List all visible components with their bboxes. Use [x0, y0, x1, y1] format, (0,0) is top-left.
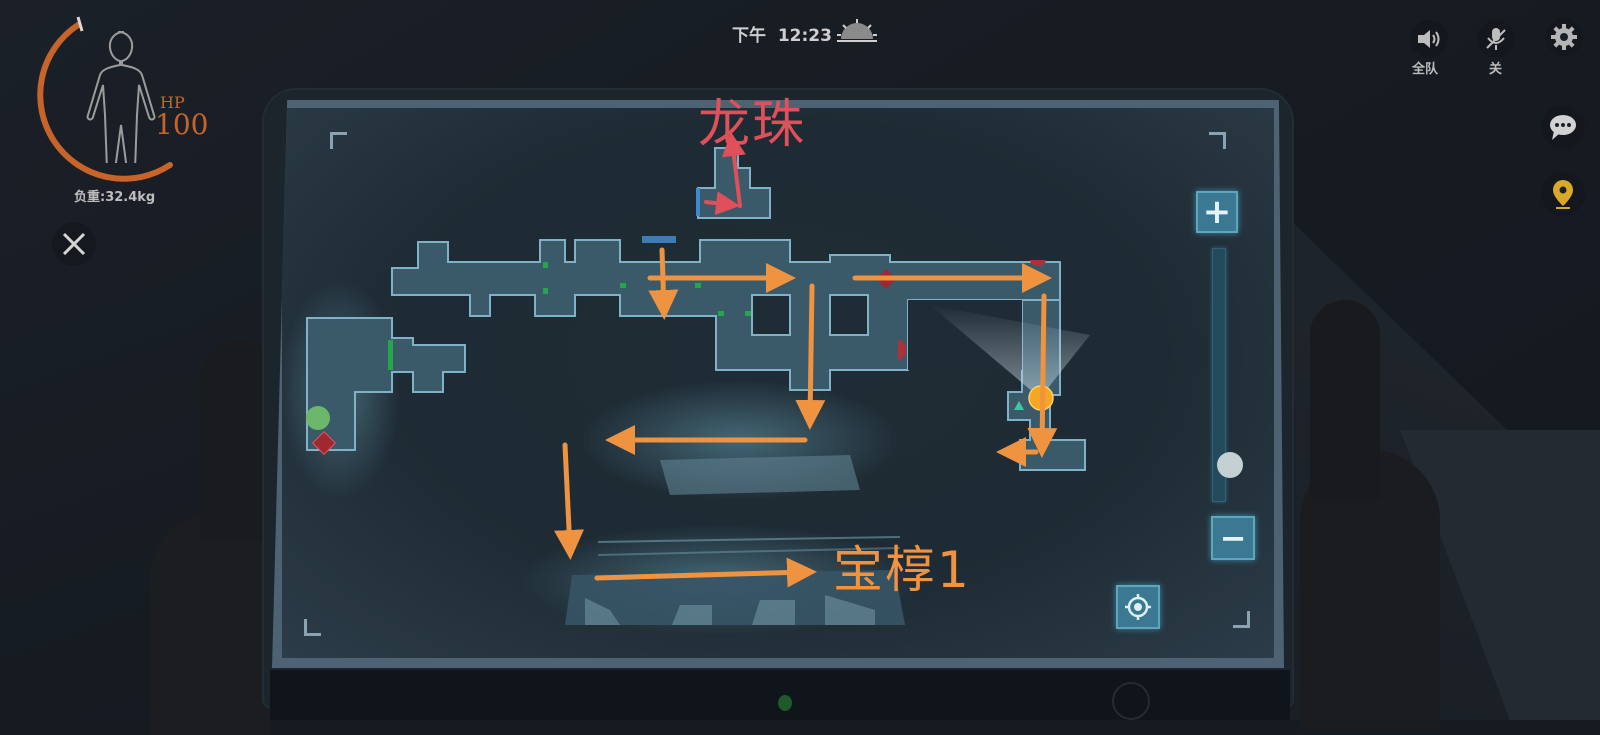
close-map-button[interactable] — [52, 222, 96, 266]
settings-button[interactable] — [1545, 18, 1583, 56]
chat-button[interactable] — [1541, 105, 1585, 149]
zoom-slider-track[interactable] — [1212, 248, 1226, 502]
map-marker-button[interactable] — [1541, 172, 1585, 216]
crosshair-icon — [1125, 594, 1151, 620]
right-hand-palm — [1310, 300, 1380, 500]
player-vision-cone — [930, 305, 1090, 398]
map-lower-area — [565, 455, 905, 625]
hp-value: 100 — [155, 108, 209, 141]
door-markers — [388, 262, 751, 370]
danger-marker — [311, 430, 337, 456]
microphone-label: 关 — [1489, 62, 1503, 77]
locate-player-button[interactable] — [1116, 585, 1160, 629]
zoom-in-button[interactable]: + — [1196, 191, 1238, 233]
speaker-icon — [1418, 30, 1440, 48]
map-pin-icon — [1553, 180, 1573, 209]
corner-bracket-br — [1233, 611, 1250, 628]
map-wall-line — [597, 536, 901, 543]
mic-off-icon — [1486, 28, 1506, 50]
tablet-indicator-light — [778, 695, 792, 711]
carry-weight: 负重:32.4kg — [74, 190, 156, 205]
route-arrows-red — [704, 132, 746, 216]
corner-bracket-bl — [304, 619, 321, 636]
route-arrows — [554, 247, 1058, 588]
corner-bracket-tr — [1209, 132, 1226, 149]
body-silhouette-icon — [86, 31, 156, 163]
annotation-treasure-coffin: 宝椁1 — [833, 541, 971, 599]
hp-ring — [37, 16, 173, 182]
zoom-slider-thumb[interactable] — [1217, 452, 1243, 478]
microphone-toggle-button[interactable] — [1477, 20, 1515, 58]
map-layout — [280, 132, 1090, 635]
hp-label: HP — [160, 93, 185, 112]
danger-marker — [898, 340, 906, 360]
team-voice-button[interactable] — [1410, 20, 1448, 58]
zoom-out-button[interactable]: − — [1211, 516, 1255, 560]
close-icon — [62, 232, 86, 256]
gear-icon — [1551, 24, 1577, 50]
blue-door — [642, 236, 676, 243]
corner-bracket-tl — [330, 132, 347, 149]
clock-time: 下午 12:23 — [732, 26, 832, 46]
chat-bubble-icon — [1550, 115, 1576, 140]
blue-door — [696, 188, 700, 216]
left-hand-thumb — [150, 515, 270, 735]
tablet-button-left — [1112, 682, 1150, 720]
map-wall-line — [597, 547, 901, 556]
team-voice-label: 全队 — [1412, 62, 1439, 77]
teammate-marker — [306, 406, 330, 430]
sunrise-icon — [837, 19, 877, 42]
objective-triangle — [1014, 401, 1024, 410]
annotation-dragon-pearl: 龙珠 — [698, 95, 807, 155]
